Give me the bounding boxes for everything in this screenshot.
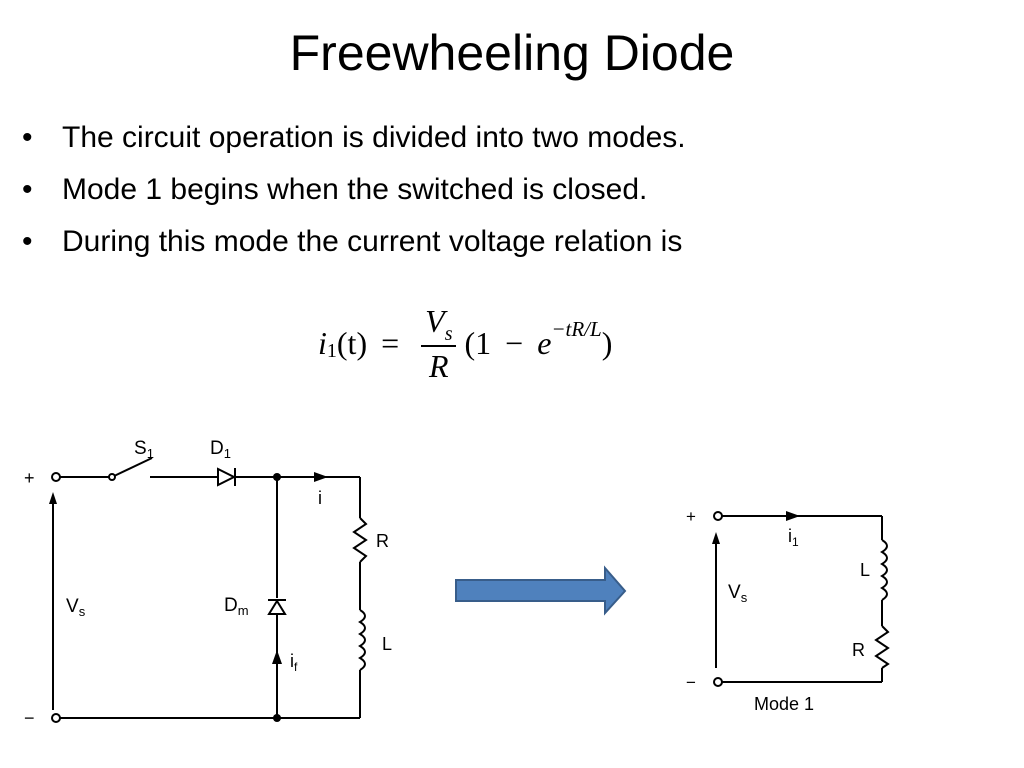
- mode1-inductor-label: L: [860, 560, 870, 580]
- inductor-l-icon: [358, 609, 366, 671]
- mode1-resistor-label: R: [852, 640, 865, 660]
- bullet-item: • During this mode the current voltage re…: [22, 216, 982, 268]
- mode1-caption: Mode 1: [754, 694, 814, 714]
- switch-label: S1: [134, 438, 154, 461]
- eq-lhs-arg: (t): [336, 324, 368, 361]
- diode-d1-label: D1: [210, 438, 231, 461]
- switch-blade: [111, 457, 153, 478]
- bullet-item: • The circuit operation is divided into t…: [22, 112, 982, 164]
- eq-equals: =: [381, 324, 400, 361]
- mode1-current-label: i1: [788, 526, 799, 549]
- bullet-item: • Mode 1 begins when the switched is clos…: [22, 164, 982, 216]
- bullet-text: The circuit operation is divided into tw…: [62, 121, 686, 154]
- current-arrow-icon: [314, 472, 328, 482]
- slide-title: Freewheeling Diode: [289, 25, 735, 81]
- eq-exp-base: e: [537, 324, 552, 361]
- freewheel-current-arrow-icon: [272, 650, 282, 664]
- eq-denominator: R: [429, 347, 449, 384]
- bullet-dot: •: [22, 121, 33, 154]
- bullet-dot: •: [22, 173, 33, 206]
- eq-fraction: Vs R: [421, 302, 457, 385]
- inductor-label: L: [382, 634, 392, 654]
- eq-paren-open: (1: [464, 324, 492, 361]
- mode1-plus-sign: +: [686, 507, 696, 526]
- diode-dm-icon: [267, 599, 287, 615]
- transition-arrow-icon: [455, 565, 627, 616]
- eq-lhs-sub: 1: [326, 339, 337, 362]
- terminal-plus: [51, 472, 61, 482]
- eq-paren-close: ): [601, 324, 613, 361]
- terminal-minus: [51, 713, 61, 723]
- diode-d1-icon: [217, 467, 237, 487]
- mode1-current-arrow-icon: [786, 511, 800, 521]
- eq-numerator: Vs: [421, 302, 457, 347]
- bullet-text: During this mode the current voltage rel…: [62, 225, 683, 258]
- eq-exponent: −tR/L: [551, 316, 602, 341]
- bullet-dot: •: [22, 225, 33, 258]
- eq-lhs-var: i: [318, 324, 327, 361]
- bullet-text: Mode 1 begins when the switched is close…: [62, 173, 648, 206]
- freewheel-diode-label: Dm: [224, 595, 249, 618]
- freewheel-current-label: if: [290, 651, 298, 674]
- resistor-mode1-icon: [874, 625, 890, 669]
- resistor-label: R: [376, 531, 389, 551]
- inductor-mode1-icon: [880, 539, 888, 601]
- resistor-r-icon: [352, 517, 368, 563]
- source-label: Vs: [66, 596, 86, 619]
- bullet-list: • The circuit operation is divided into t…: [22, 112, 982, 268]
- mode1-source-label: Vs: [728, 582, 748, 605]
- eq-minus: −: [505, 324, 524, 361]
- plus-sign: +: [24, 468, 35, 488]
- current-label: i: [318, 488, 322, 508]
- mode1-minus-sign: −: [686, 673, 696, 692]
- minus-sign: −: [24, 708, 35, 728]
